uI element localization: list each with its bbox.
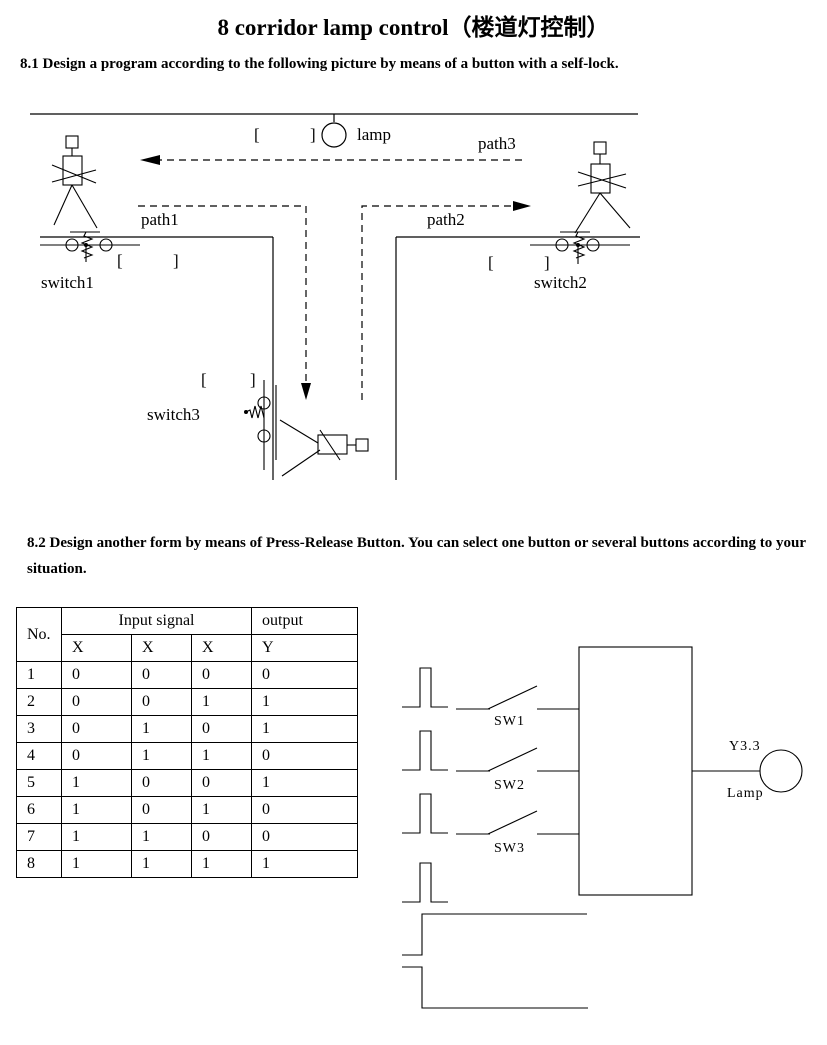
pulse-icon — [402, 862, 448, 903]
input-signal-header: Input signal — [61, 607, 252, 635]
table-cell: 7 — [16, 823, 62, 851]
page-title: 8 corridor lamp control（楼道灯控制） — [217, 15, 610, 40]
bracket-switch2-close: ] — [544, 253, 550, 272]
lamp-label: lamp — [357, 125, 391, 144]
table-cell: 0 — [251, 823, 358, 851]
path1-label: path1 — [141, 210, 179, 229]
table-cell: 0 — [191, 823, 252, 851]
bracket-lamp-close: ] — [310, 125, 316, 144]
table-cell: 0 — [251, 661, 358, 689]
table-cell: 0 — [251, 742, 358, 770]
bracket-switch1-close: ] — [173, 251, 179, 270]
table-cell: 2 — [16, 688, 62, 716]
switch3-label: switch3 — [147, 405, 200, 424]
sub-header: X — [131, 634, 192, 662]
section-8-2-heading: 8.2 Design another form by means of Pres… — [27, 535, 806, 577]
path2-arrow — [513, 201, 531, 211]
output-header: output — [251, 607, 358, 635]
table-cell: 0 — [191, 661, 252, 689]
table-cell: 0 — [131, 769, 192, 797]
table-cell: 1 — [131, 850, 192, 878]
path1-arrow — [301, 383, 311, 400]
sw1-label: SW1 — [494, 714, 525, 729]
table-cell: 1 — [131, 823, 192, 851]
table-cell: 0 — [131, 796, 192, 824]
table-cell: 1 — [191, 688, 252, 716]
table-cell: 0 — [61, 742, 132, 770]
table-cell: 0 — [61, 715, 132, 743]
table-cell: 1 — [131, 715, 192, 743]
lamp-icon — [321, 122, 347, 148]
pulse-icon — [402, 793, 448, 834]
table-cell: 0 — [191, 715, 252, 743]
sw3-label: SW3 — [494, 841, 525, 856]
table-cell: 0 — [61, 688, 132, 716]
table-cell: 6 — [16, 796, 62, 824]
table-cell: 1 — [191, 742, 252, 770]
person-left-icon — [51, 135, 98, 229]
person-bottom-icon — [279, 419, 369, 477]
bracket-lamp-open: [ — [254, 125, 260, 144]
table-cell: 1 — [191, 850, 252, 878]
step-icon — [402, 913, 587, 956]
table-cell: 1 — [61, 796, 132, 824]
table-cell: 1 — [61, 823, 132, 851]
sw2-label: SW2 — [494, 778, 525, 793]
bracket-switch3-close: ] — [250, 370, 256, 389]
step-icon — [402, 966, 588, 1009]
bracket-switch2-open: [ — [488, 253, 494, 272]
table-cell: 0 — [61, 661, 132, 689]
table-cell: 0 — [191, 769, 252, 797]
table-cell: 1 — [251, 688, 358, 716]
table-cell: 1 — [131, 742, 192, 770]
controller-box — [578, 646, 693, 896]
output-address-label: Y3.3 — [729, 739, 761, 754]
table-cell: 1 — [61, 769, 132, 797]
table-cell: 0 — [131, 661, 192, 689]
table-cell: 3 — [16, 715, 62, 743]
col-no-header: No. — [16, 607, 62, 662]
corridor-diagram: [ ] lamp path3 path1 path2 [ ] switch1 [… — [30, 113, 640, 480]
pulse-icon — [402, 667, 448, 708]
table-cell: 5 — [16, 769, 62, 797]
pulse-icon — [402, 730, 448, 771]
lamp-icon — [759, 749, 803, 793]
path2-label: path2 — [427, 210, 465, 229]
table-cell: 1 — [191, 796, 252, 824]
bracket-switch1-open: [ — [117, 251, 123, 270]
bracket-switch3-open: [ — [201, 370, 207, 389]
path3-arrow — [140, 155, 160, 165]
sub-header: X — [61, 634, 132, 662]
path2-line — [361, 205, 515, 400]
sub-header: Y — [251, 634, 358, 662]
table-cell: 4 — [16, 742, 62, 770]
path1-line — [138, 205, 307, 384]
table-cell: 1 — [251, 769, 358, 797]
table-cell: 1 — [251, 715, 358, 743]
table-cell: 1 — [16, 661, 62, 689]
path3-label: path3 — [478, 134, 516, 153]
table-cell: 8 — [16, 850, 62, 878]
lamp-caption: Lamp — [727, 786, 764, 801]
switch2-label: switch2 — [534, 273, 587, 292]
switch1-label: switch1 — [41, 273, 94, 292]
table-cell: 1 — [61, 850, 132, 878]
person-right-icon — [574, 141, 631, 234]
switch3-icon — [245, 380, 277, 470]
table-cell: 0 — [131, 688, 192, 716]
sub-header: X — [191, 634, 252, 662]
table-cell: 1 — [251, 850, 358, 878]
table-cell: 0 — [251, 796, 358, 824]
section-8-1-heading: 8.1 Design a program according to the fo… — [20, 56, 619, 72]
